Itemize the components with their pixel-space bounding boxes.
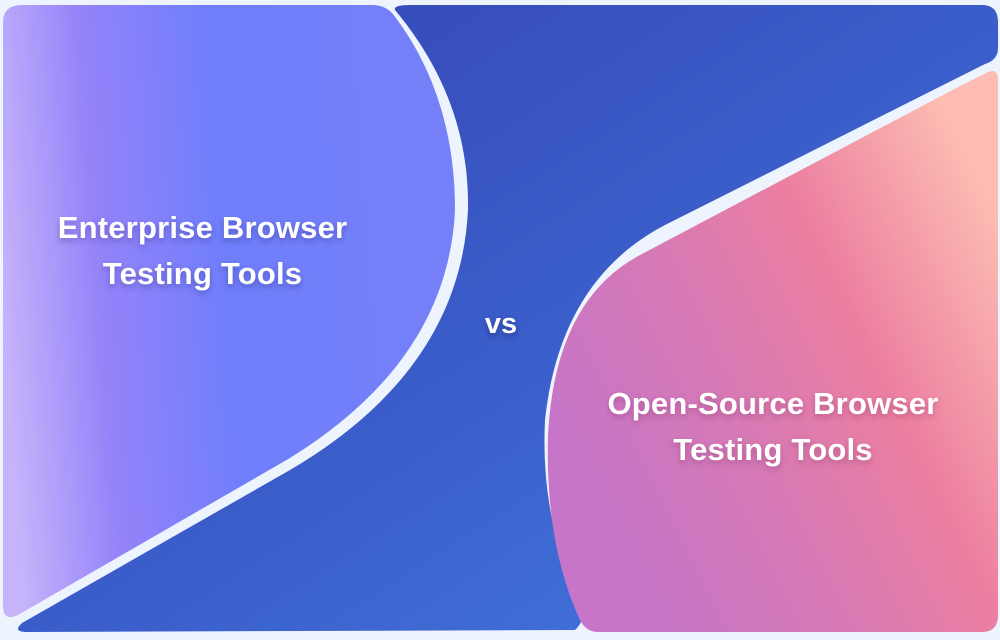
- left-panel-title: Enterprise Browser Testing Tools: [20, 205, 385, 297]
- right-title-line1: Open-Source Browser: [607, 386, 939, 421]
- middle-shape: [18, 5, 998, 632]
- right-panel-title: Open-Source Browser Testing Tools: [573, 381, 973, 473]
- left-shape: [3, 5, 455, 618]
- right-shape: [547, 71, 998, 632]
- left-title-line2: Testing Tools: [102, 256, 303, 291]
- right-title-line2: Testing Tools: [673, 432, 873, 467]
- vs-separator: vs: [484, 308, 518, 340]
- left-title-line1: Enterprise Browser: [57, 210, 348, 245]
